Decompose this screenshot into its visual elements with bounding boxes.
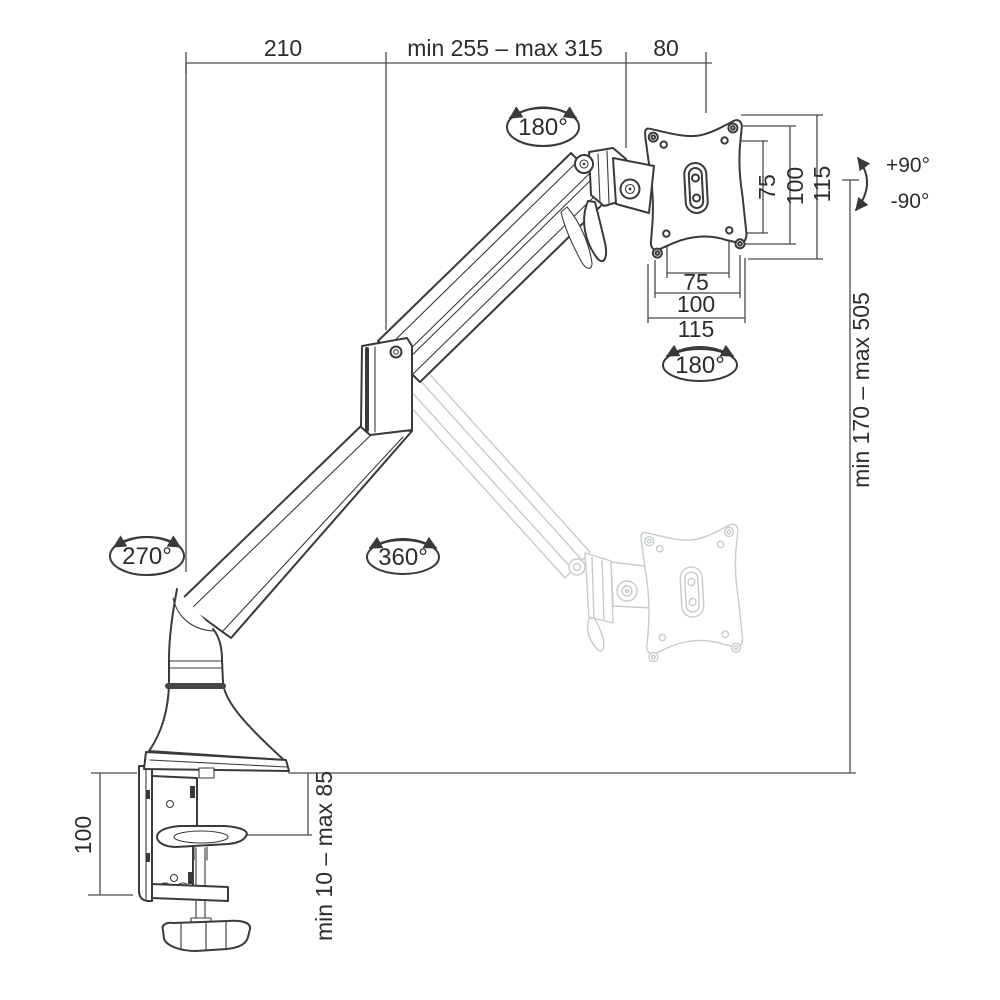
rotation-360-elbow-label: 360° (378, 544, 428, 571)
desk-clamp (138, 765, 252, 952)
rotation-labels: 180° 180° 270° 360° +90° -90° (122, 114, 930, 571)
dim-210-label: 210 (264, 35, 302, 61)
rotation-icons (109, 106, 871, 576)
vesa-vertical-75-label: 75 (754, 174, 780, 200)
vesa-vertical-115-label: 115 (809, 166, 835, 203)
upper-arm (377, 152, 613, 383)
monitor-arm-side-view (138, 119, 749, 952)
base-foot (143, 751, 290, 779)
rotation-360-elbow-icon (366, 536, 440, 575)
clamp-height-label: 100 (70, 816, 96, 854)
dim-80-label: 80 (653, 35, 679, 61)
rotation-270-base-label: 270° (122, 543, 172, 570)
tilt-arrow-icon (855, 156, 871, 212)
tilt-down-label: -90° (891, 190, 930, 213)
vesa-plate (644, 119, 749, 259)
rotation-270-base-icon (109, 535, 185, 576)
vesa-vertical-100-label: 100 (782, 167, 808, 205)
vesa-horizontal-100-label: 100 (677, 291, 715, 317)
rotation-180-vesa-label: 180° (675, 352, 725, 379)
vesa-horizontal-115-label: 115 (678, 316, 715, 342)
lower-arm (179, 425, 413, 639)
rotation-180-head-icon (506, 106, 580, 147)
height-range-label: min 170 – max 505 (848, 292, 874, 488)
desk-thickness-label: min 10 – max 85 (311, 771, 337, 941)
rotation-180-head-label: 180° (518, 114, 568, 141)
elbow-joint (360, 337, 413, 436)
tilt-head-joint (574, 147, 655, 263)
tilt-up-label: +90° (886, 154, 930, 177)
rotation-180-vesa-icon (662, 344, 738, 382)
dim-min255-max315-label: min 255 – max 315 (407, 35, 603, 61)
ghost-arm-position (380, 348, 745, 663)
dimension-labels: 210 min 255 – max 315 80 75 100 115 75 1… (70, 35, 874, 941)
vesa-horizontal-75-label: 75 (683, 269, 709, 295)
ghost-vesa-plate (640, 523, 745, 663)
